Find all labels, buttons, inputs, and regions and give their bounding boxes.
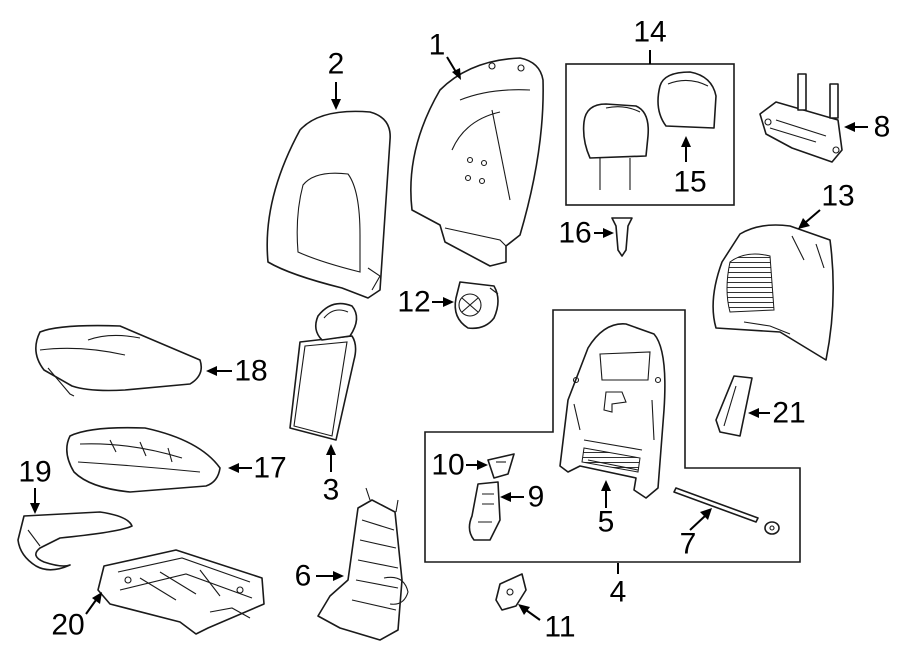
callout-13: 13 bbox=[821, 180, 854, 213]
seat-back-cover-part bbox=[410, 57, 544, 267]
callout-15: 15 bbox=[673, 166, 706, 199]
headrest-part bbox=[582, 103, 650, 190]
callout-3: 3 bbox=[323, 474, 340, 507]
callout-19: 19 bbox=[18, 456, 51, 489]
seat-track-part bbox=[97, 549, 265, 635]
callout-5: 5 bbox=[598, 506, 615, 539]
seat-cushion-pad-part bbox=[35, 324, 203, 397]
callout-9: 9 bbox=[528, 481, 545, 514]
callout-11: 11 bbox=[544, 611, 575, 644]
callout-14: 14 bbox=[633, 16, 666, 49]
callout-2: 2 bbox=[328, 48, 345, 81]
callout-12: 12 bbox=[397, 286, 430, 319]
seat-back-trim-part bbox=[266, 110, 391, 299]
headrest-guide-part bbox=[759, 73, 843, 163]
callout-20: 20 bbox=[51, 609, 84, 642]
seat-back-frame-side-part bbox=[317, 487, 409, 641]
callout-21: 21 bbox=[772, 397, 805, 430]
leader-lines bbox=[30, 50, 868, 621]
callout-17: 17 bbox=[253, 452, 286, 485]
callout-4: 4 bbox=[610, 576, 627, 609]
bracket-part bbox=[495, 573, 527, 611]
latch-part bbox=[468, 481, 501, 541]
recliner-handle-part bbox=[454, 281, 499, 330]
clip-part bbox=[487, 453, 515, 479]
back-panel-part bbox=[289, 302, 358, 441]
guide-pin-part bbox=[611, 217, 633, 257]
trim-piece-part bbox=[715, 375, 753, 437]
headrest-cover-part bbox=[657, 71, 717, 129]
frame-group-box bbox=[424, 309, 801, 563]
callout-6: 6 bbox=[295, 560, 312, 593]
seat-back-panel-part bbox=[712, 224, 834, 361]
callout-7: 7 bbox=[680, 528, 697, 561]
callout-8: 8 bbox=[874, 111, 891, 144]
rod-part bbox=[673, 487, 780, 535]
heater-pad-part bbox=[17, 511, 133, 571]
callout-1: 1 bbox=[429, 29, 446, 62]
seat-cushion-cover-part bbox=[66, 426, 221, 493]
callout-18: 18 bbox=[234, 355, 267, 388]
callout-16: 16 bbox=[558, 217, 591, 250]
callout-10: 10 bbox=[431, 449, 464, 482]
seat-back-frame-part bbox=[559, 323, 666, 499]
